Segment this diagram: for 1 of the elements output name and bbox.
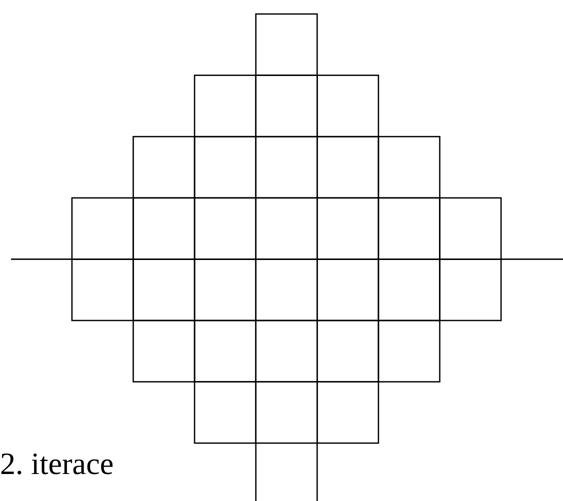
- iteration-caption: 2. iterace: [0, 448, 114, 479]
